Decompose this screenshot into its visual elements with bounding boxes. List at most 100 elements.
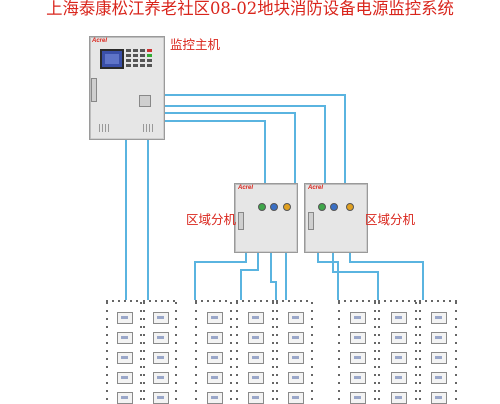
panel-border-dot xyxy=(419,350,421,352)
panel-border-dot xyxy=(378,326,380,328)
panel-border-dot xyxy=(374,318,376,320)
keypad-key xyxy=(140,64,145,67)
diagram-title: 上海泰康松江养老社区08-02地块消防设备电源监控系统 xyxy=(46,0,454,18)
panel-border-dot xyxy=(195,374,197,376)
zone-unit-right-lamp-blue xyxy=(330,203,338,211)
zone-unit-left-handle xyxy=(238,212,244,230)
panel-border-dot xyxy=(106,390,108,392)
panel-border-dot xyxy=(276,382,278,384)
panel-border-dot xyxy=(378,318,380,320)
zone-unit-left-brand-logo: Acrel xyxy=(238,185,254,191)
panel-border-dot xyxy=(276,302,278,304)
panel-border-dot xyxy=(384,300,386,302)
panel-border-dot xyxy=(140,310,142,312)
main-host-brand-logo: Acrel xyxy=(92,38,108,44)
sensor-module xyxy=(207,392,223,404)
sensor-module xyxy=(288,352,304,364)
panel-border-dot xyxy=(175,350,177,352)
panel-border-dot xyxy=(260,300,262,302)
panel-border-dot xyxy=(175,326,177,328)
panel-border-dot xyxy=(276,318,278,320)
panel-border-dot xyxy=(236,382,238,384)
sensor-module xyxy=(288,312,304,324)
panel-border-dot xyxy=(272,398,274,400)
panel-border-dot xyxy=(230,342,232,344)
panel-border-dot xyxy=(419,302,421,304)
panel-border-dot xyxy=(230,358,232,360)
panel-border-dot xyxy=(175,302,177,304)
panel-border-dot xyxy=(130,300,132,302)
left-unit-drop-2 xyxy=(240,251,259,300)
panel-border-dot xyxy=(455,302,457,304)
panel-border-dot xyxy=(378,342,380,344)
panel-border-dot xyxy=(415,310,417,312)
keypad-key xyxy=(126,64,131,67)
panel-border-dot xyxy=(276,398,278,400)
panel-border-dot xyxy=(230,310,232,312)
panel-border-dot xyxy=(455,310,457,312)
left-unit-drop-1 xyxy=(194,251,247,300)
panel-border-dot xyxy=(195,358,197,360)
keypad-key xyxy=(126,49,131,52)
panel-border-dot xyxy=(236,318,238,320)
sensor-module xyxy=(431,332,447,344)
panel-border-dot xyxy=(276,310,278,312)
panel-border-dot xyxy=(374,326,376,328)
panel-border-dot xyxy=(195,390,197,392)
sensor-module xyxy=(207,312,223,324)
panel-border-dot xyxy=(415,326,417,328)
panel-border-dot xyxy=(455,398,457,400)
panel-border-dot xyxy=(431,300,433,302)
panel-border-dot xyxy=(230,350,232,352)
panel-border-dot xyxy=(455,350,457,352)
panel-border-dot xyxy=(230,390,232,392)
sensor-module xyxy=(117,312,133,324)
panel-border-dot xyxy=(236,342,238,344)
panel-border-dot xyxy=(374,382,376,384)
panel-border-dot xyxy=(338,318,340,320)
panel-border-dot xyxy=(175,398,177,400)
keypad-key xyxy=(133,64,138,67)
panel-border-dot xyxy=(455,342,457,344)
panel-border-dot xyxy=(374,342,376,344)
panel-border-dot xyxy=(219,300,221,302)
main-host-vent-left xyxy=(99,124,111,132)
zone-unit-left-lamp-yellow xyxy=(283,203,291,211)
panel-border-dot xyxy=(242,300,244,302)
panel-border-dot xyxy=(338,310,340,312)
panel-border-dot xyxy=(272,366,274,368)
keypad-key xyxy=(133,49,138,52)
panel-border-dot xyxy=(419,318,421,320)
panel-border-dot xyxy=(173,300,175,302)
panel-border-dot xyxy=(419,366,421,368)
panel-border-dot xyxy=(455,358,457,360)
panel-border-dot xyxy=(236,374,238,376)
panel-border-dot xyxy=(175,366,177,368)
sensor-module xyxy=(431,312,447,324)
panel-border-dot xyxy=(140,398,142,400)
panel-border-dot xyxy=(294,300,296,302)
panel-border-dot xyxy=(175,390,177,392)
sensor-module xyxy=(153,372,169,384)
panel-border-dot xyxy=(236,398,238,400)
panel-border-dot xyxy=(311,358,313,360)
panel-border-dot xyxy=(378,358,380,360)
panel-border-dot xyxy=(415,302,417,304)
panel-border-dot xyxy=(230,334,232,336)
panel-border-dot xyxy=(415,374,417,376)
keypad-key xyxy=(140,49,145,52)
sensor-module xyxy=(288,372,304,384)
panel-border-dot xyxy=(272,350,274,352)
panel-border-dot xyxy=(136,300,138,302)
panel-border-dot xyxy=(338,398,340,400)
panel-border-dot xyxy=(272,300,274,302)
panel-border-dot xyxy=(338,334,340,336)
panel-border-dot xyxy=(230,326,232,328)
panel-border-dot xyxy=(236,302,238,304)
sensor-module xyxy=(431,372,447,384)
panel-border-dot xyxy=(378,382,380,384)
sensor-module xyxy=(391,332,407,344)
right-unit-drop-3 xyxy=(349,251,424,300)
keypad-key xyxy=(126,59,131,62)
panel-border-dot xyxy=(106,326,108,328)
